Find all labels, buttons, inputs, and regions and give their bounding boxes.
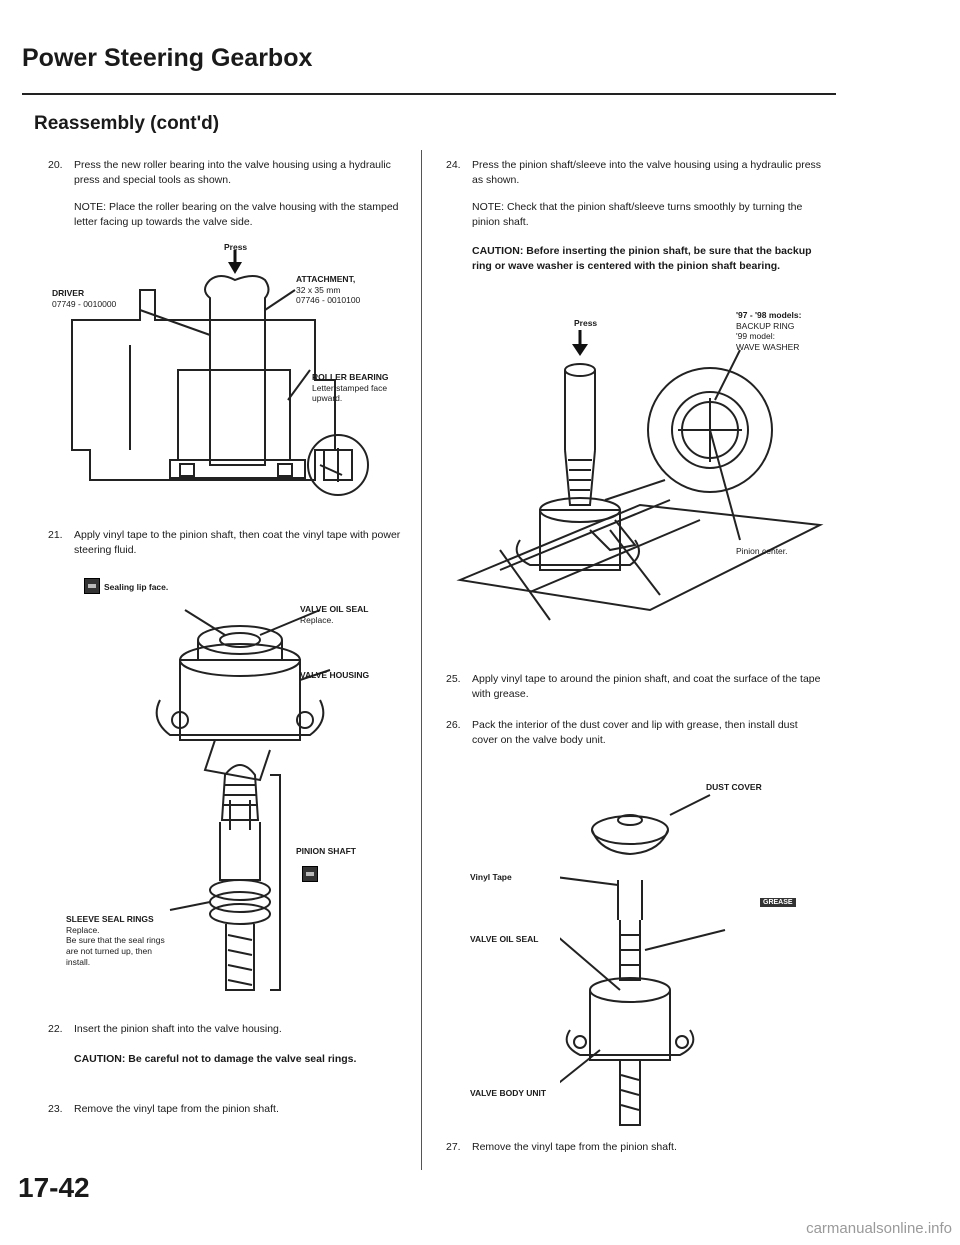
step-number: 26. — [446, 719, 461, 731]
step-24-caution: CAUTION: Before inserting the pinion sha… — [472, 245, 812, 273]
step-20: 20. Press the new roller bearing into th… — [48, 158, 404, 188]
step-number: 23. — [48, 1103, 63, 1115]
step-22: 22. Insert the pinion shaft into the val… — [48, 1022, 404, 1037]
wave-washer-name: WAVE WASHER — [736, 341, 800, 352]
fig1-roller-bearing-label: ROLLER BEARING Letter stamped face upwar… — [312, 372, 412, 404]
fig4-dust-cover-label: DUST COVER — [706, 782, 762, 792]
section-title: Reassembly (cont'd) — [34, 113, 220, 134]
valve-oil-seal-name: VALVE OIL SEAL — [300, 604, 369, 614]
step-text: Insert the pinion shaft into the valve h… — [74, 1023, 282, 1035]
step-number: 24. — [446, 159, 461, 171]
step-number: 21. — [48, 529, 63, 541]
fig2-pinion-shaft-label: PINION SHAFT — [296, 846, 356, 856]
step-number: 25. — [446, 673, 461, 685]
fig1-press-label: Press — [224, 242, 248, 252]
pinion-shaft-press-figure — [456, 330, 824, 621]
page-number: 17-42 — [18, 1172, 90, 1203]
step-23: 23. Remove the vinyl tape from the pinio… — [48, 1102, 404, 1117]
step-24: 24. Press the pinion shaft/sleeve into t… — [446, 158, 826, 188]
step-25: 25. Apply vinyl tape to around the pinio… — [446, 672, 826, 702]
step-22-caution: CAUTION: Be careful not to damage the va… — [74, 1053, 357, 1065]
column-divider — [421, 150, 422, 1170]
roller-bearing-note: Letter stamped face upward. — [312, 382, 388, 404]
grease-tag: GREASE — [760, 898, 796, 907]
sleeve-seal-rings-note1: Replace. — [66, 924, 100, 935]
step-number: 20. — [48, 159, 63, 171]
step-number: 27. — [446, 1141, 461, 1153]
sleeve-seal-rings-name: SLEEVE SEAL RINGS — [66, 914, 154, 924]
step-21: 21. Apply vinyl tape to the pinion shaft… — [48, 528, 404, 558]
step-27: 27. Remove the vinyl tape from the pinio… — [446, 1140, 826, 1155]
valve-oil-seal-note: Replace. — [300, 614, 334, 625]
fluid-icon — [84, 578, 100, 594]
fig2-valve-housing-label: VALVE HOUSING — [300, 670, 370, 680]
fig4-vinyl-tape-label: Vinyl Tape — [470, 872, 512, 882]
pinion-shaft-valve-housing-figure — [155, 609, 331, 991]
step-text: Remove the vinyl tape from the pinion sh… — [472, 1141, 677, 1153]
fig3-backup-ring-label: '97 - '98 models: BACKUP RING '99 model:… — [736, 310, 836, 353]
fig2-valve-oil-seal-label: VALVE OIL SEAL Replace. — [300, 604, 400, 625]
step-24-note: NOTE: Check that the pinion shaft/sleeve… — [472, 201, 803, 229]
step-26: 26. Pack the interior of the dust cover … — [446, 718, 826, 748]
driver-part-number: 07749 - 0010000 — [52, 298, 117, 309]
fig4-valve-oil-seal-label: VALVE OIL SEAL — [470, 934, 539, 944]
attachment-size: 32 x 35 mm — [296, 284, 341, 295]
driver-name: DRIVER — [52, 288, 85, 298]
fig3-press-label: Press — [574, 318, 598, 328]
step-text: Press the pinion shaft/sleeve into the v… — [472, 159, 822, 187]
step-20-note: NOTE: Place the roller bearing on the va… — [74, 201, 399, 229]
backup-ring-name: BACKUP RING — [736, 320, 795, 331]
step-text: Remove the vinyl tape from the pinion sh… — [74, 1103, 279, 1115]
step-text: Press the new roller bearing into the va… — [74, 159, 391, 187]
step-text: Apply vinyl tape to around the pinion sh… — [472, 673, 821, 701]
fig3-pinion-center-label: Pinion center. — [736, 546, 788, 556]
attachment-name: ATTACHMENT, — [296, 274, 356, 284]
models-97-98: '97 - '98 models: — [736, 310, 802, 320]
dust-cover-install-figure — [560, 794, 726, 1126]
step-text: Apply vinyl tape to the pinion shaft, th… — [74, 529, 401, 557]
step-number: 22. — [48, 1023, 63, 1035]
page-title: Power Steering Gearbox — [22, 44, 313, 72]
title-rule — [22, 93, 836, 95]
fig4-valve-body-unit-label: VALVE BODY UNIT — [470, 1088, 547, 1098]
model-99: '99 model: — [736, 331, 775, 342]
step-text: Pack the interior of the dust cover and … — [472, 719, 798, 747]
watermark: carmanualsonline.info — [806, 1220, 952, 1237]
roller-bearing-press-figure — [71, 250, 369, 496]
fig1-attachment-label: ATTACHMENT, 32 x 35 mm 07746 - 0010100 — [296, 274, 360, 306]
roller-bearing-name: ROLLER BEARING — [312, 372, 389, 382]
fig2-sleeve-seal-rings-label: SLEEVE SEAL RINGS Replace. Be sure that … — [66, 914, 170, 967]
attachment-part-number: 07746 - 0010100 — [296, 295, 361, 306]
fluid-icon — [302, 866, 318, 882]
sleeve-seal-rings-note2: Be sure that the seal rings are not turn… — [66, 935, 165, 967]
fig2-sealing-lip-label: Sealing lip face. — [104, 582, 169, 592]
fig1-driver-label: DRIVER 07749 - 0010000 — [52, 288, 116, 309]
